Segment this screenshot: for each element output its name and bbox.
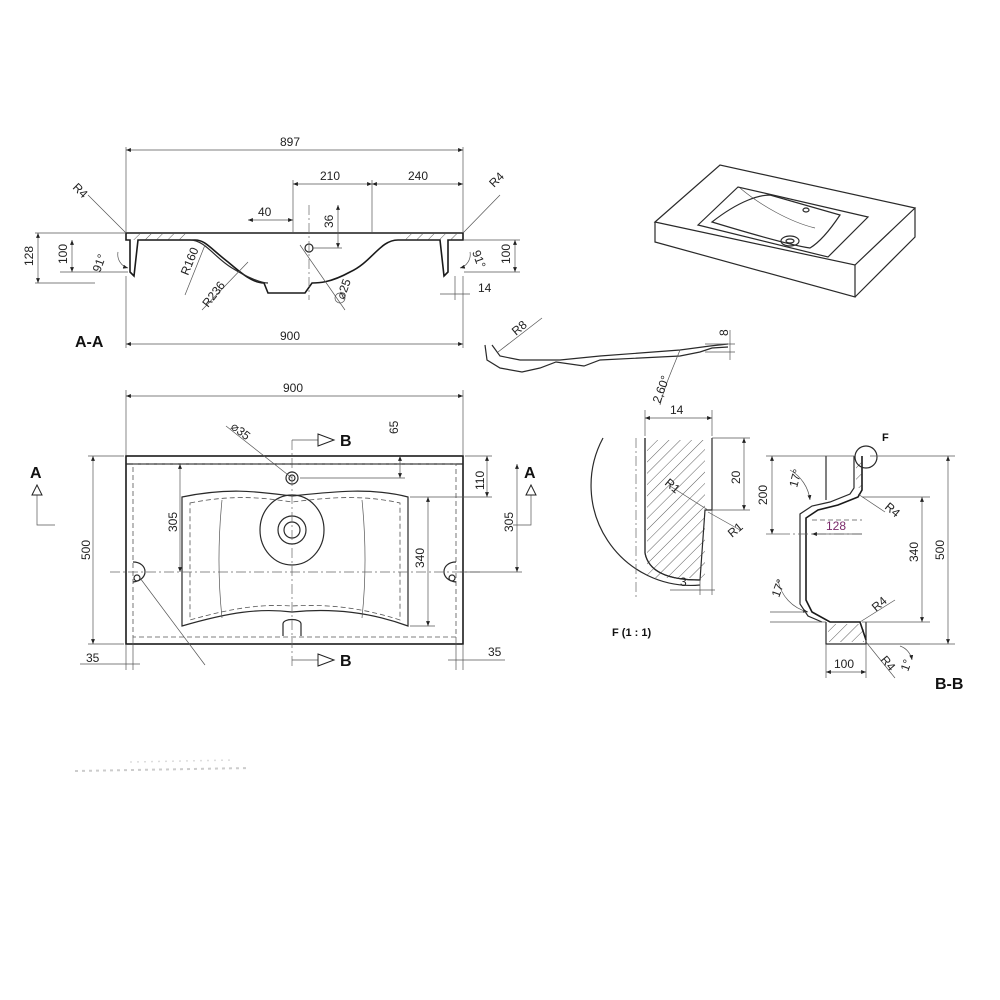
bb-dim-200: 200: [756, 485, 770, 505]
detail-profile: 8 R8 2,60°: [484, 318, 735, 406]
bb-angle-1: 1°: [898, 657, 915, 673]
section-aa: 897 210 240 40 36 128 100 100 14: [22, 135, 520, 351]
detail-f-dim-20: 20: [729, 470, 743, 484]
plan-dim-900: 900: [283, 381, 303, 395]
aa-dim-14: 14: [478, 281, 492, 295]
profile-r8: R8: [509, 318, 530, 339]
bb-title: B-B: [935, 676, 963, 693]
detail-f-title: F (1 : 1): [612, 627, 651, 639]
aa-dim-210: 210: [320, 169, 340, 183]
bb-angle-top: 17°: [786, 467, 804, 488]
bb-detail-circle: [854, 445, 878, 469]
iso-tap-hole: [802, 207, 810, 213]
detail-f-hatch: [647, 440, 705, 578]
aa-hatch-left: [130, 234, 190, 240]
aa-profile-outline: [125, 232, 464, 294]
detail-f-dim-14: 14: [670, 403, 684, 417]
bb-r4-mid: R4: [869, 594, 890, 615]
detail-f-r1-b: R1: [725, 520, 746, 541]
aa-dim-240: 240: [408, 169, 428, 183]
plan-outline: [125, 455, 464, 645]
plan-dim-500: 500: [79, 540, 93, 560]
aa-dim-40: 40: [258, 205, 272, 219]
bb-angle-bottom: 17°: [769, 577, 788, 599]
bb-dim-100: 100: [834, 657, 854, 671]
aa-hatch-right: [400, 234, 460, 240]
profile-dim-8: 8: [717, 329, 731, 336]
bb-hatch-top: [856, 458, 862, 488]
bb-hatch-bottom: [828, 624, 864, 642]
bb-dim-340: 340: [907, 542, 921, 562]
aa-dim-897: 897: [280, 135, 300, 149]
bb-dim-128: 128: [826, 519, 846, 533]
bb-dim-500: 500: [933, 540, 947, 560]
profile-slope: 2,60°: [650, 374, 673, 405]
aa-dim-900: 900: [280, 329, 300, 343]
plan-dim-110: 110: [473, 471, 487, 490]
faint-marks: [74, 759, 251, 772]
profile-outline: [484, 344, 729, 373]
iso-basin-inner: [710, 194, 841, 249]
plan-dim-35-right: 35: [488, 645, 502, 659]
aa-dim-36: 36: [322, 214, 336, 228]
aa-r4-left: R4: [70, 180, 91, 201]
iso-top: [653, 164, 917, 266]
iso-right-face: [854, 208, 916, 298]
aa-angle-right: 91°: [469, 248, 488, 270]
aa-title: A-A: [75, 334, 104, 351]
plan-dim-65: 65: [387, 420, 401, 434]
plan-dim-305-left: 305: [166, 512, 180, 532]
detail-f-dim-3: 3: [680, 575, 687, 589]
aa-angle-left: 91°: [90, 252, 109, 274]
plan-section-b-top: B: [340, 433, 352, 450]
iso-basin-outer: [696, 186, 870, 258]
aa-dim-128: 128: [22, 246, 36, 266]
plan-section-a-left: A: [30, 465, 42, 482]
plan-section-b-bottom: B: [340, 653, 352, 670]
aa-dim-100-right: 100: [499, 244, 513, 264]
detail-f-circle-arc: [590, 437, 701, 586]
plan-dim-305-right: 305: [502, 512, 516, 532]
bb-marker-f: F: [882, 432, 889, 444]
plan-basin-outer: [181, 490, 409, 627]
plan-view: 900 ⌀35 65 110 305 305 340 500 35: [30, 381, 537, 670]
plan-tap-dia: ⌀35: [228, 419, 253, 443]
aa-inner-bowl: [140, 239, 269, 284]
bb-r4-top: R4: [882, 500, 903, 521]
isometric-view: [653, 164, 917, 298]
aa-r4-right: R4: [486, 169, 507, 190]
plan-section-a-right: A: [524, 465, 536, 482]
iso-front-face: [654, 222, 856, 298]
aa-r236: R236: [199, 278, 228, 309]
plan-dim-340: 340: [413, 548, 427, 568]
aa-dim-100-left: 100: [56, 244, 70, 264]
aa-drain-dia: ⌀25: [334, 277, 354, 301]
plan-dim-35-left: 35: [86, 651, 100, 665]
bb-r4-bottom: R4: [878, 653, 899, 674]
aa-r160: R160: [178, 245, 202, 277]
iso-drain: [780, 235, 800, 247]
detail-f: 14 20 R1 R1 3 F (1 : 1): [590, 403, 750, 639]
section-bb: F 200 500 340 128 100 17° 17° R4 R: [756, 432, 963, 693]
